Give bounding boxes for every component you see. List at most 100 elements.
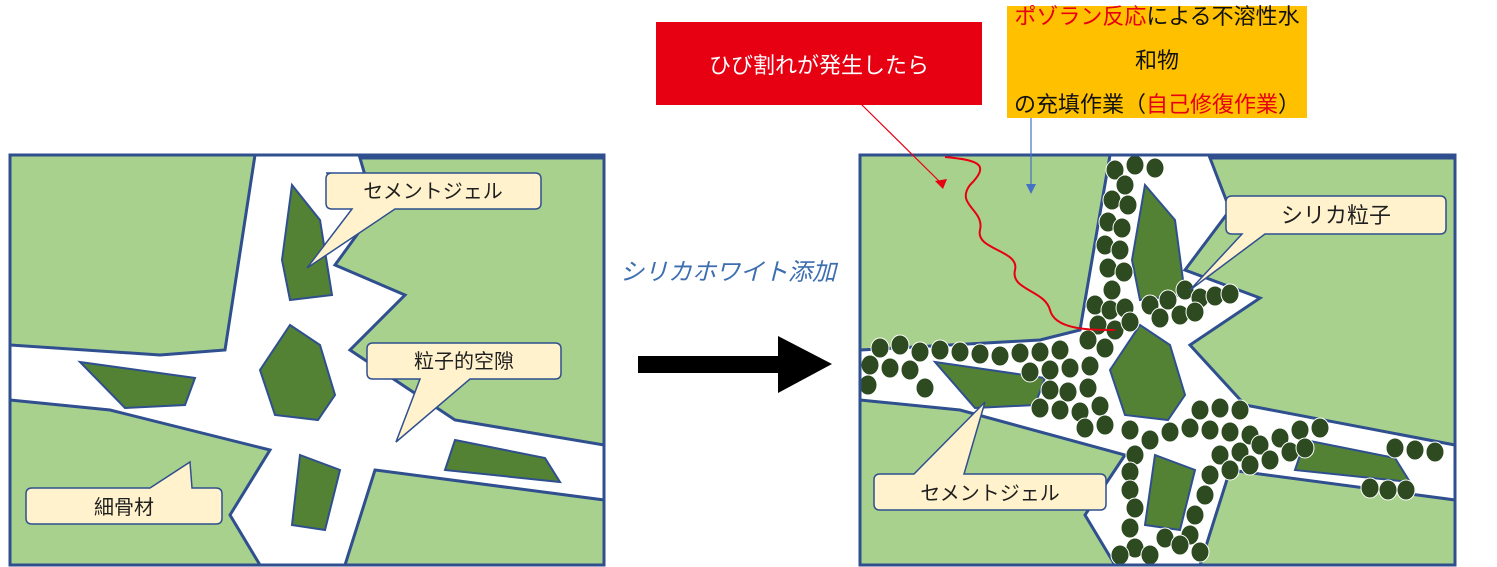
silica-particle xyxy=(1098,257,1118,279)
silica-particle xyxy=(1396,479,1416,501)
silica-particle xyxy=(1125,154,1145,176)
callout-bubble xyxy=(306,172,542,269)
silica-particle xyxy=(880,357,900,379)
silica-particle xyxy=(1210,444,1230,466)
callout-label: 細骨材 xyxy=(94,495,154,519)
silica-particle xyxy=(1250,434,1270,456)
silica-white-addition-label: シリカホワイト添加 xyxy=(620,258,836,286)
callout-silica-particles: シリカ粒子 xyxy=(1189,195,1447,291)
silica-particle xyxy=(1102,279,1122,301)
silica-particle xyxy=(1115,174,1135,196)
callout-label: シリカ粒子 xyxy=(1281,204,1391,229)
crack-line xyxy=(944,156,1116,331)
reaction-line-2-end: ） xyxy=(1278,93,1301,118)
silica-particle xyxy=(1220,459,1240,481)
silica-particle xyxy=(1030,397,1050,419)
silica-particle xyxy=(1020,361,1040,383)
silica-particle xyxy=(1095,337,1115,359)
callout-bubble xyxy=(366,342,562,443)
callout-bubble xyxy=(1189,195,1447,291)
reaction-leader-arrowhead xyxy=(1026,184,1036,194)
silica-particle xyxy=(1110,239,1130,261)
pozzolanic-reaction-term: ポゾラン反応 xyxy=(1014,5,1147,30)
aggregate-top-left xyxy=(8,153,257,357)
cement-gel-group-left xyxy=(77,182,562,532)
silica-particle xyxy=(990,345,1010,367)
silica-particle xyxy=(910,341,930,363)
arrow-shaft xyxy=(638,356,778,373)
silica-particle xyxy=(1114,261,1134,283)
crack-occurs-box: ひび割れが発生したら xyxy=(656,22,982,105)
self-healing-term: 自己修復作業 xyxy=(1145,93,1278,118)
silica-particle xyxy=(1120,311,1140,333)
transition-arrow xyxy=(638,336,832,393)
crack-leader-arrowhead xyxy=(935,179,947,189)
cement-gel-piece xyxy=(258,323,337,422)
right-panel-frame xyxy=(858,153,1457,567)
silica-particle xyxy=(1120,479,1140,501)
silica-particle xyxy=(1150,307,1170,329)
crack-occurs-text: ひび割れが発生したら xyxy=(708,53,929,79)
silica-particle xyxy=(1210,397,1230,419)
right-panel: シリカ粒子 セメントジェル xyxy=(858,153,1457,567)
silica-particle xyxy=(1118,194,1138,216)
silica-particle xyxy=(950,341,970,363)
silica-particle xyxy=(1095,414,1115,436)
silica-particle xyxy=(1385,437,1405,459)
silica-particle xyxy=(1195,484,1215,506)
callout-label: セメントジェル xyxy=(920,481,1060,505)
callout-cement-gel-left: セメントジェル xyxy=(306,172,542,269)
silica-particle xyxy=(1220,421,1240,443)
silica-particle xyxy=(1185,301,1205,323)
silica-particle xyxy=(1310,417,1330,439)
silica-particle xyxy=(858,374,878,396)
silica-particle xyxy=(1180,417,1200,439)
silica-particle xyxy=(930,339,950,361)
silica-particle xyxy=(1060,357,1080,379)
silica-particle xyxy=(1270,427,1290,449)
silica-particle xyxy=(1078,329,1098,351)
silica-particle xyxy=(1360,477,1380,499)
silica-particle xyxy=(1190,541,1210,563)
silica-particle xyxy=(1010,342,1030,364)
silica-particle xyxy=(900,359,920,381)
cement-gel-piece xyxy=(290,453,342,532)
cement-gel-piece xyxy=(443,438,562,484)
cement-gel-piece xyxy=(280,182,334,302)
left-panel-frame xyxy=(8,153,606,567)
silica-particle xyxy=(860,354,880,376)
silica-particle xyxy=(1200,464,1220,486)
callout-label: セメントジェル xyxy=(363,179,503,203)
silica-particle xyxy=(1125,497,1145,519)
silica-particle xyxy=(1220,283,1240,305)
callout-label: 粒子的空隙 xyxy=(414,349,514,373)
arrow-head xyxy=(778,336,832,393)
callout-bubble xyxy=(873,401,1107,511)
silica-particle xyxy=(915,377,935,399)
silica-particle xyxy=(1200,419,1220,441)
silica-particle xyxy=(1090,395,1110,417)
silica-particle xyxy=(1185,504,1205,526)
silica-particle xyxy=(1378,479,1398,501)
silica-particle xyxy=(1190,399,1210,421)
silica-particle xyxy=(1120,461,1140,483)
pozzolanic-reaction-box: ポゾラン反応による不溶性水和物 の充填作業（自己修復作業） xyxy=(1007,5,1307,118)
silica-particle xyxy=(1110,544,1130,566)
silica-particle xyxy=(1058,381,1078,403)
silica-particle xyxy=(1290,419,1310,441)
silica-particle xyxy=(1425,441,1445,463)
silica-particle xyxy=(890,334,910,356)
silica-particle xyxy=(1295,437,1315,459)
cement-gel-piece xyxy=(1143,453,1197,532)
silica-particle xyxy=(1160,421,1180,443)
callout-fine-aggregate: 細骨材 xyxy=(25,460,223,525)
silica-particle xyxy=(1260,449,1280,471)
reaction-line-2: の充填作業（自己修復作業） xyxy=(1014,84,1300,128)
silica-particle xyxy=(1140,544,1160,566)
silica-particle xyxy=(1040,359,1060,381)
aggregate-top-left xyxy=(858,153,1112,352)
silica-particle xyxy=(1405,439,1425,461)
silica-particle xyxy=(1040,379,1060,401)
silica-particle xyxy=(1120,419,1140,441)
